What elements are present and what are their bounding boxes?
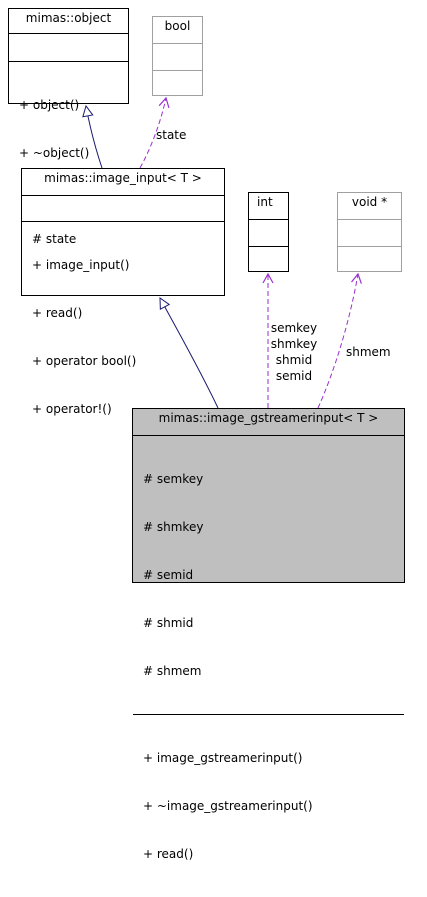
method-row: + ~object() bbox=[19, 146, 90, 160]
edge-inherit-gstreamer-image-input bbox=[159, 297, 219, 409]
class-image-gstreamerinput: mimas::image_gstreamerinput< T > # semke… bbox=[132, 408, 405, 861]
class-image-input-methods: + image_input() + read() + operator bool… bbox=[22, 221, 224, 452]
edge-label-state: state bbox=[156, 128, 187, 142]
attribute-row: # state bbox=[32, 232, 77, 246]
class-object-methods: + object() + ~object() bbox=[9, 61, 128, 196]
type-int: int bbox=[248, 192, 289, 272]
type-bool-methods bbox=[153, 70, 202, 95]
edge-label-line: semid bbox=[275, 369, 313, 383]
type-bool-title: bool bbox=[164, 19, 191, 33]
method-row: + operator!() bbox=[32, 402, 112, 416]
class-object-title: mimas::object bbox=[25, 11, 112, 25]
method-row: + object() bbox=[19, 98, 80, 112]
attribute-row: # semkey bbox=[143, 472, 204, 486]
attribute-row: # shmid bbox=[143, 616, 194, 630]
edge-usage-state bbox=[139, 96, 170, 169]
class-image-input-attributes: # state bbox=[22, 195, 224, 246]
type-int-title: int bbox=[257, 195, 273, 209]
type-bool: bool bbox=[152, 16, 203, 96]
attribute-row: # shmkey bbox=[143, 520, 204, 534]
class-image-input-title: mimas::image_input< T > bbox=[44, 171, 202, 185]
type-void-pointer-title: void * bbox=[351, 195, 388, 209]
edge-label-int-members: semkey shmkey shmid semid bbox=[266, 320, 322, 384]
edges-layer bbox=[82, 96, 362, 409]
method-row: + image_gstreamerinput() bbox=[143, 751, 303, 765]
class-image-gstreamerinput-title: mimas::image_gstreamerinput< T > bbox=[158, 411, 379, 425]
attribute-row: # shmem bbox=[143, 664, 202, 678]
method-row: + read() bbox=[143, 847, 194, 861]
method-row: + operator bool() bbox=[32, 354, 137, 368]
class-image-gstreamerinput-attributes: # semkey # shmkey # semid # shmid # shme… bbox=[133, 435, 404, 714]
edge-label-line: semkey bbox=[270, 321, 318, 335]
method-row: + read() bbox=[32, 306, 83, 320]
type-void-pointer: void * bbox=[337, 192, 402, 272]
type-void-pointer-attributes bbox=[338, 219, 401, 246]
edge-inherit-image-input-object bbox=[82, 104, 103, 169]
method-row: + ~image_gstreamerinput() bbox=[143, 799, 313, 813]
edge-usage-shmem bbox=[317, 272, 362, 409]
attribute-row: # semid bbox=[143, 568, 194, 582]
type-int-attributes bbox=[249, 219, 288, 246]
edge-label-line: shmid bbox=[275, 353, 313, 367]
class-object: mimas::object + object() + ~object() bbox=[8, 8, 129, 160]
edge-label-line: shmkey bbox=[270, 337, 318, 351]
class-object-attributes bbox=[9, 33, 128, 61]
type-bool-attributes bbox=[153, 43, 202, 70]
type-int-methods bbox=[249, 246, 288, 271]
edge-label-shmem: shmem bbox=[346, 345, 391, 359]
class-image-gstreamerinput-methods: + image_gstreamerinput() + ~image_gstrea… bbox=[133, 714, 404, 897]
type-void-pointer-methods bbox=[338, 246, 401, 271]
method-row: + image_input() bbox=[32, 258, 130, 272]
class-image-input: mimas::image_input< T > # state + image_… bbox=[21, 168, 225, 416]
